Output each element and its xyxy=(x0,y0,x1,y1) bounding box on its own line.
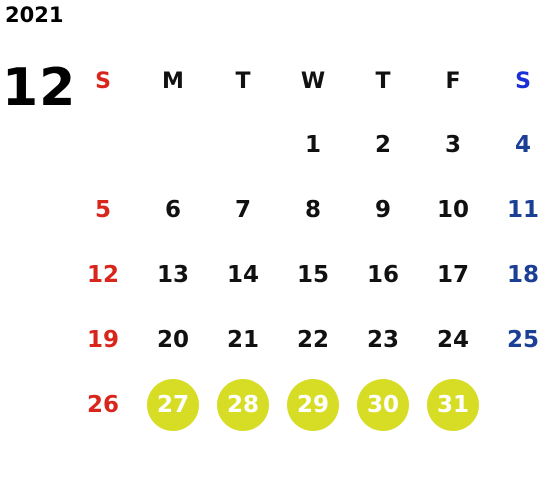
day-cell: 14 xyxy=(226,261,259,288)
day-cell: 6 xyxy=(164,196,181,223)
day-cell xyxy=(208,112,278,177)
weekday-monday: M xyxy=(162,68,184,94)
day-cell: 17 xyxy=(436,261,469,288)
day-cell xyxy=(488,372,548,437)
day-cell: 20 xyxy=(156,326,189,353)
weekday-friday: F xyxy=(445,68,461,94)
highlight-circle: 28 xyxy=(217,378,269,431)
day-cell: 25 xyxy=(506,326,539,353)
highlight-circle: 27 xyxy=(147,378,199,431)
day-cell: 22 xyxy=(296,326,329,353)
day-cell: 15 xyxy=(296,261,329,288)
weekday-saturday: S xyxy=(515,68,531,94)
day-cell: 18 xyxy=(506,261,539,288)
month-number: 12 xyxy=(2,58,77,118)
highlight-circle: 29 xyxy=(287,378,339,431)
highlighted-day: 27 xyxy=(138,372,208,437)
day-cell: 9 xyxy=(374,196,391,223)
day-cell xyxy=(68,112,138,177)
day-cell: 1 xyxy=(304,131,321,158)
day-cell: 8 xyxy=(304,196,321,223)
day-cell: 24 xyxy=(436,326,469,353)
day-cell: 4 xyxy=(514,131,531,158)
highlight-circle: 31 xyxy=(427,378,479,431)
weekday-thursday: T xyxy=(375,68,391,94)
calendar-grid: S M T W T F S 1 2 3 4 5 6 7 8 9 10 11 12… xyxy=(68,50,548,437)
highlighted-day: 29 xyxy=(278,372,348,437)
day-cell xyxy=(138,112,208,177)
day-cell: 19 xyxy=(86,326,119,353)
weekday-sunday: S xyxy=(95,68,111,94)
day-cell: 11 xyxy=(506,196,539,223)
day-cell: 2 xyxy=(374,131,391,158)
highlighted-day: 28 xyxy=(208,372,278,437)
day-cell: 5 xyxy=(94,196,111,223)
day-cell: 26 xyxy=(86,391,119,418)
year-label: 2021 xyxy=(5,3,64,27)
day-cell: 16 xyxy=(366,261,399,288)
day-cell: 12 xyxy=(86,261,119,288)
day-cell: 23 xyxy=(366,326,399,353)
day-cell: 10 xyxy=(436,196,469,223)
highlighted-day: 30 xyxy=(348,372,418,437)
day-cell: 7 xyxy=(234,196,251,223)
weekday-tuesday: T xyxy=(235,68,251,94)
day-cell: 21 xyxy=(226,326,259,353)
day-cell: 13 xyxy=(156,261,189,288)
day-cell: 3 xyxy=(444,131,461,158)
weekday-wednesday: W xyxy=(300,68,326,94)
highlight-circle: 30 xyxy=(357,378,409,431)
highlighted-day: 31 xyxy=(418,372,488,437)
